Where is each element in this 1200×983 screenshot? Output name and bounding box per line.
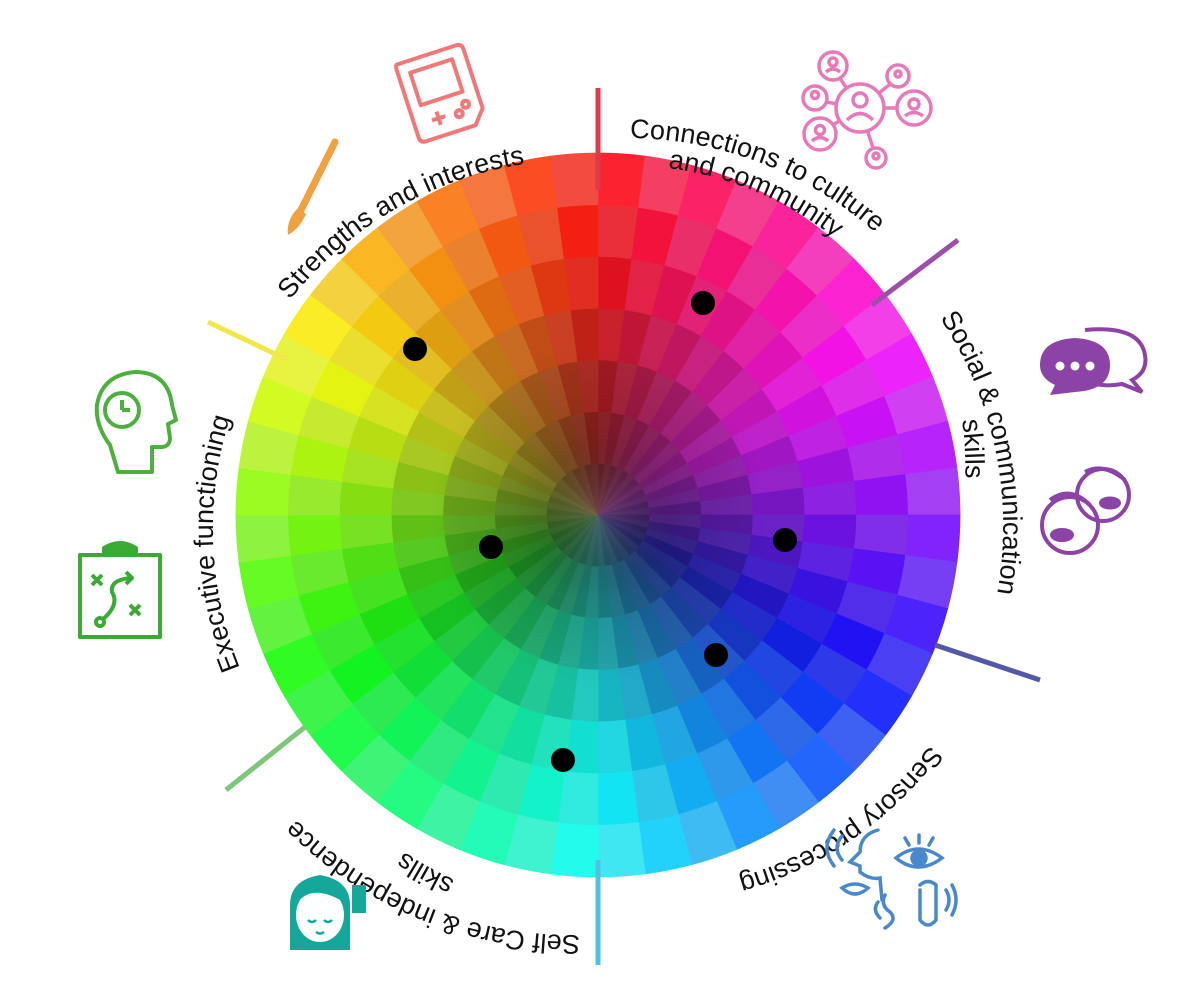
marker-strengths [403, 337, 427, 361]
label-social-line2: skills [956, 417, 989, 478]
senses-icon [825, 828, 958, 930]
faces-icon [1040, 466, 1131, 555]
chat-bubbles-icon [1040, 327, 1148, 395]
marker-selfcare [551, 748, 575, 772]
wheel-cell [550, 822, 599, 878]
wheel-cell [597, 152, 646, 208]
sector-dividers [206, 88, 1041, 965]
wheel-cell [550, 152, 599, 208]
wheel-cell [905, 467, 961, 516]
wheel-cell [853, 474, 909, 516]
game-console-icon [394, 42, 485, 144]
divider-lower-right [934, 642, 1041, 683]
wheel-cell [235, 467, 291, 516]
markers [403, 291, 797, 772]
network-people-icon [801, 50, 933, 170]
marker-sensory [704, 643, 728, 667]
wheel-cell [905, 514, 961, 563]
divider-upper-right [870, 238, 960, 307]
wheel-cell [287, 514, 343, 556]
divider-lower-left [224, 725, 307, 792]
wheel-cell [597, 770, 639, 826]
paintbrush-icon [287, 138, 339, 235]
clipboard-plan-icon [78, 541, 162, 639]
wheel-cell [597, 822, 646, 878]
wheel-cell [557, 204, 599, 260]
wheel-center-shade [428, 345, 768, 685]
head-clock-icon [94, 370, 178, 474]
divider-upper-left [206, 319, 290, 363]
wheel-cell [235, 514, 291, 563]
marker-connections [691, 291, 715, 315]
marker-social [773, 528, 797, 552]
hair-brushing-icon [290, 875, 366, 950]
marker-executive [479, 535, 503, 559]
